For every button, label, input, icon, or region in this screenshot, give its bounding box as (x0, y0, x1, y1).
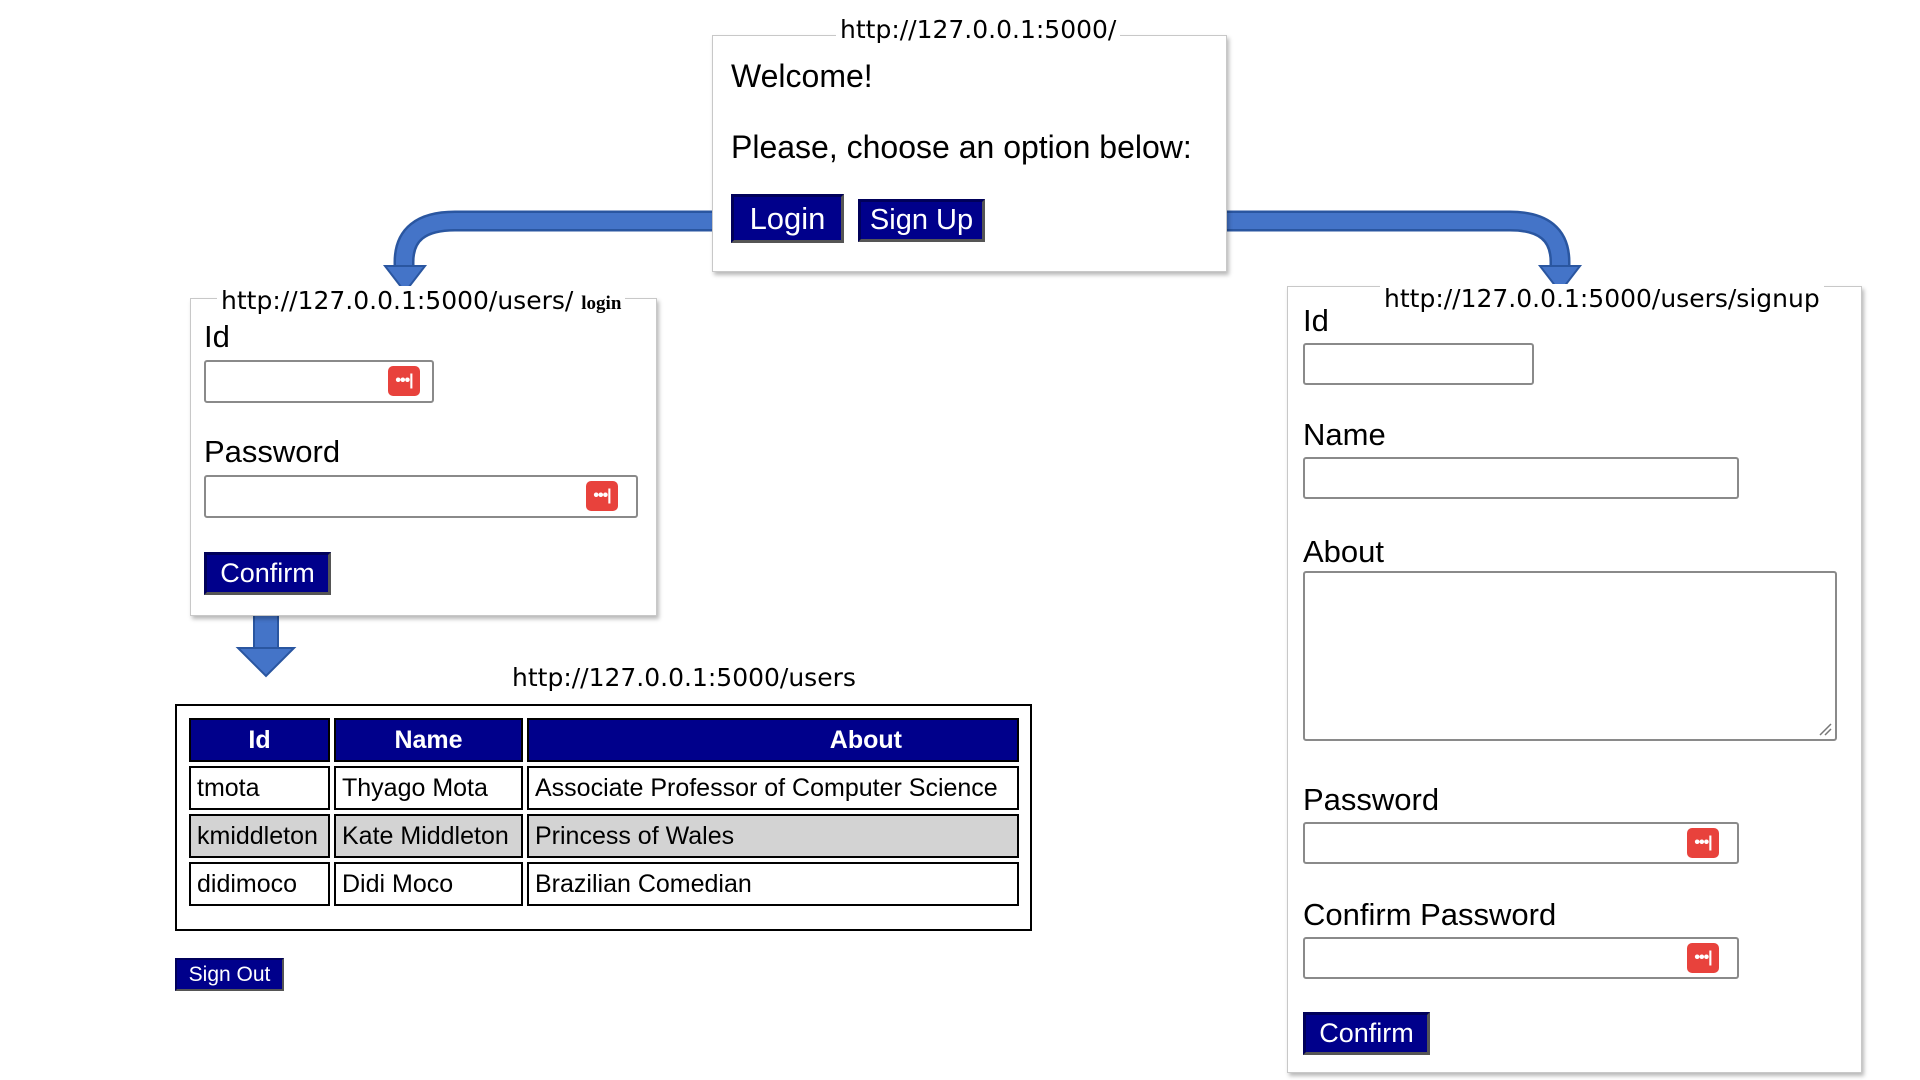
signup-name-label: Name (1303, 417, 1386, 452)
home-prompt: Please, choose an option below: (731, 129, 1192, 165)
login-id-label: Id (204, 319, 230, 354)
cell-id: didimoco (189, 862, 330, 906)
cell-id: kmiddleton (189, 814, 330, 858)
signup-id-input[interactable] (1303, 343, 1534, 385)
login-url: http://127.0.0.1:5000/users/ login (217, 286, 626, 319)
table-row: didimoco Didi Moco Brazilian Comedian (189, 862, 1019, 906)
arrow-to-users-head (235, 647, 297, 678)
signup-confirm-password-label: Confirm Password (1303, 897, 1557, 932)
signup-name-input[interactable] (1303, 457, 1739, 499)
login-url-base: http://127.0.0.1:5000/users/ (221, 286, 574, 315)
cell-name: Kate Middleton (334, 814, 523, 858)
signup-password-input[interactable]: •••| (1303, 822, 1739, 864)
login-password-label: Password (204, 434, 341, 469)
login-confirm-button[interactable]: Confirm (204, 552, 331, 595)
password-manager-icon[interactable]: •••| (1687, 828, 1719, 858)
column-header-name: Name (334, 718, 523, 762)
cell-name: Didi Moco (334, 862, 523, 906)
arrow-to-login-fill (396, 213, 722, 270)
users-table: Id Name About tmota Thyago Mota Associat… (185, 714, 1023, 910)
login-id-input[interactable]: •••| (204, 360, 434, 403)
cell-name: Thyago Mota (334, 766, 523, 810)
cell-about: Associate Professor of Computer Science (527, 766, 1019, 810)
password-manager-icon[interactable]: •••| (388, 366, 420, 396)
signout-button[interactable]: Sign Out (175, 958, 284, 991)
table-row: kmiddleton Kate Middleton Princess of Wa… (189, 814, 1019, 858)
arrow-to-login-head (382, 265, 428, 294)
users-table-frame: Id Name About tmota Thyago Mota Associat… (175, 704, 1032, 931)
signup-button[interactable]: Sign Up (858, 199, 985, 242)
cell-about: Brazilian Comedian (527, 862, 1019, 906)
table-row: tmota Thyago Mota Associate Professor of… (189, 766, 1019, 810)
login-page: Id •••| Password •••| Confirm (190, 298, 657, 616)
password-manager-icon[interactable]: •••| (1687, 943, 1719, 973)
arrow-to-signup-head (1537, 265, 1583, 294)
signup-password-label: Password (1303, 782, 1440, 817)
cell-id: tmota (189, 766, 330, 810)
users-url: http://127.0.0.1:5000/users (508, 663, 860, 693)
signup-about-textarea[interactable] (1303, 571, 1837, 741)
login-button[interactable]: Login (731, 194, 844, 243)
signup-confirm-password-input[interactable]: •••| (1303, 937, 1739, 979)
home-page: Welcome! Please, choose an option below:… (712, 35, 1227, 272)
column-header-id: Id (189, 718, 330, 762)
home-url: http://127.0.0.1:5000/ (836, 15, 1121, 45)
column-header-about: About (527, 718, 1019, 762)
cell-about: Princess of Wales (527, 814, 1019, 858)
resize-grip-icon[interactable] (1818, 722, 1832, 736)
password-manager-icon[interactable]: •••| (586, 481, 618, 511)
signup-about-label: About (1303, 534, 1385, 569)
table-header-row: Id Name About (189, 718, 1019, 762)
signup-url: http://127.0.0.1:5000/users/signup (1380, 284, 1824, 314)
signup-id-label: Id (1303, 303, 1329, 338)
signup-page: Id Name About Password •••| Confirm Pass… (1287, 286, 1862, 1073)
home-heading: Welcome! (731, 58, 873, 94)
arrow-to-signup-fill (996, 213, 1568, 270)
login-url-suffix: login (581, 293, 622, 314)
signup-confirm-button[interactable]: Confirm (1303, 1012, 1430, 1055)
login-password-input[interactable]: •••| (204, 475, 638, 518)
